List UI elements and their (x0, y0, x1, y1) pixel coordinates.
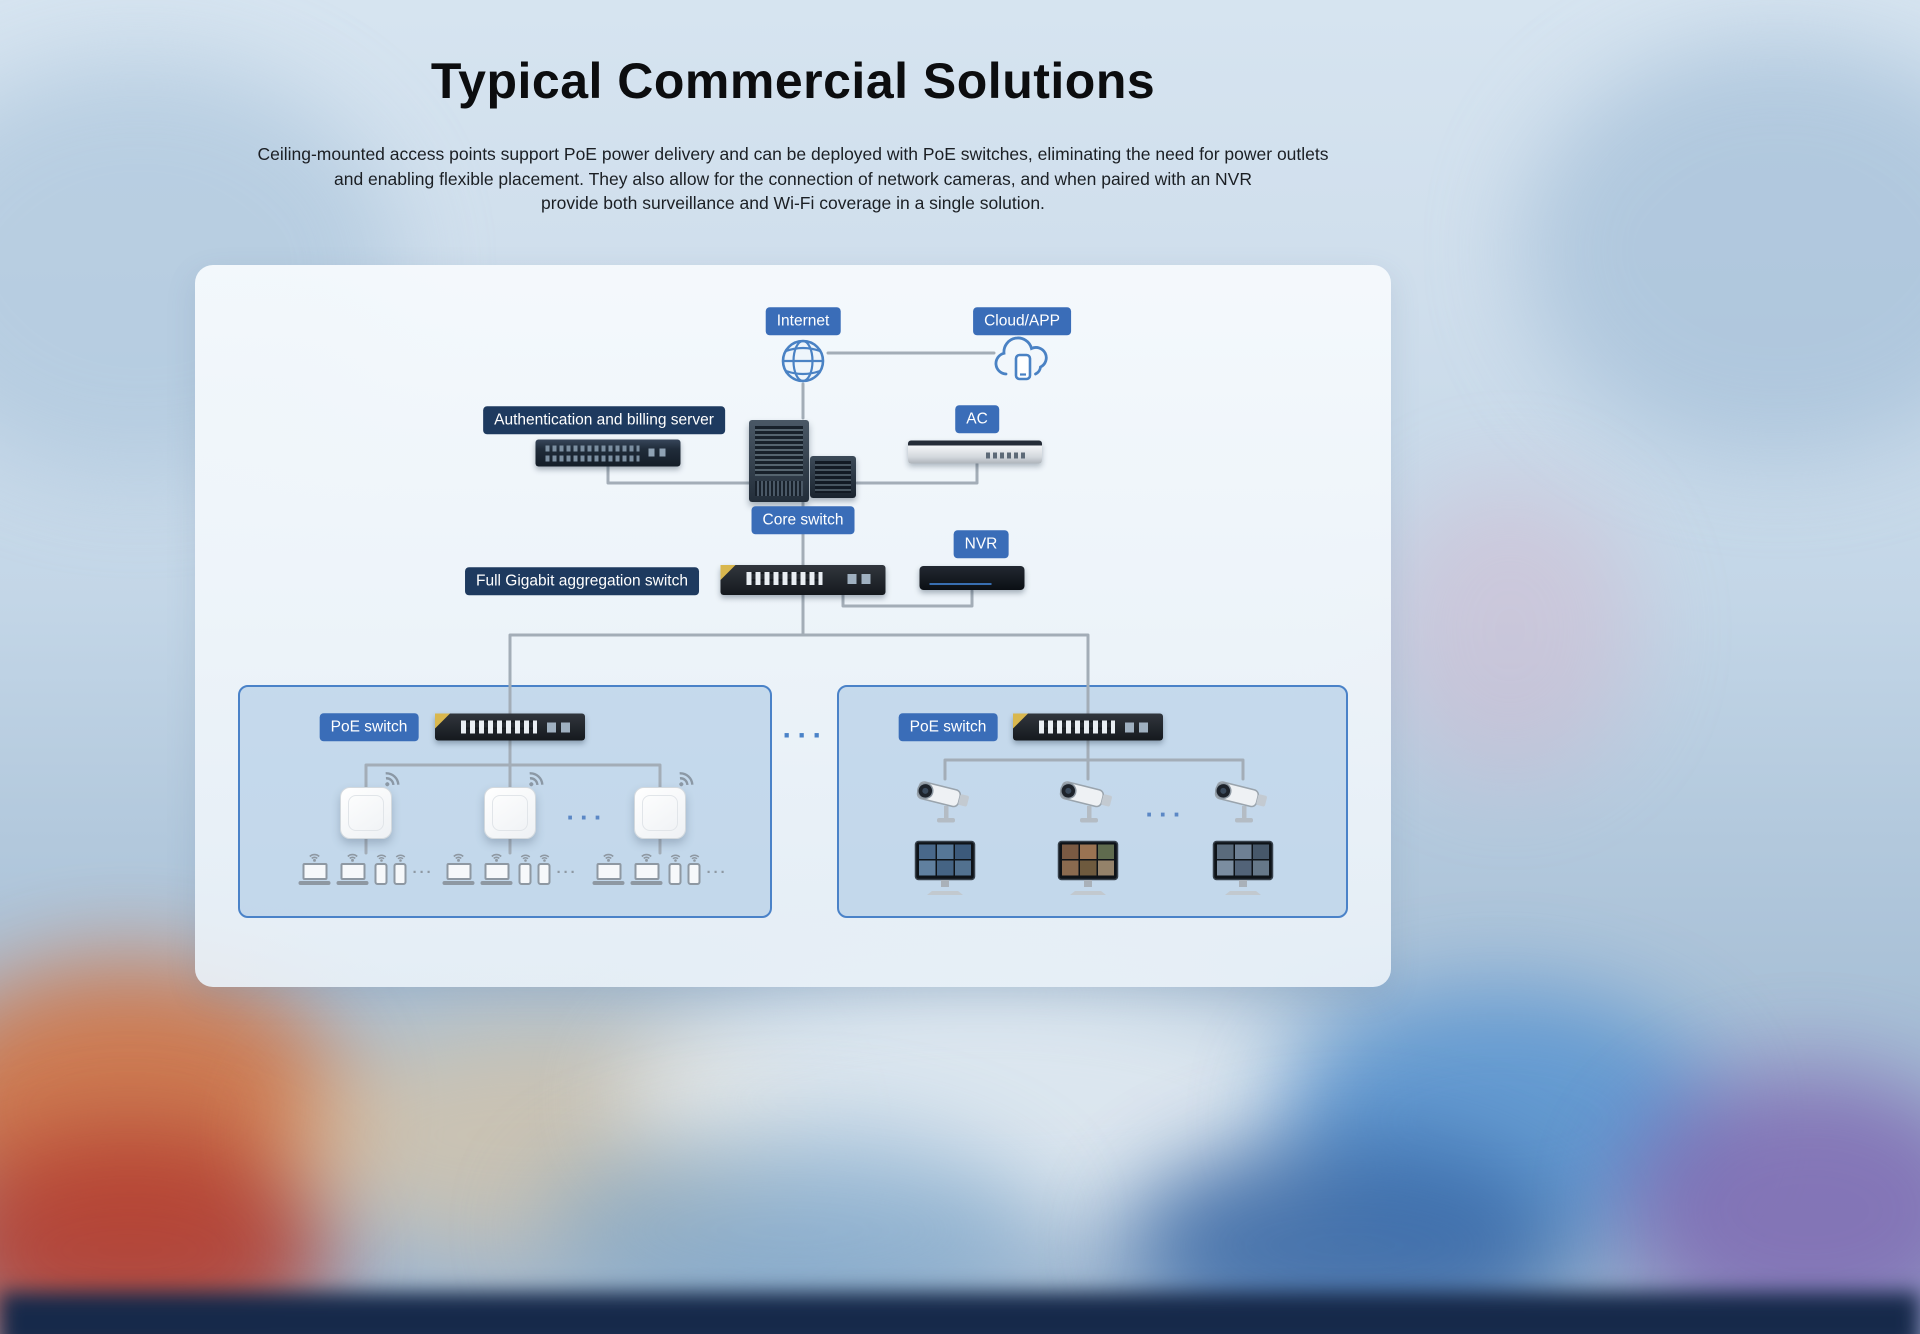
ip-camera-icon (1059, 781, 1112, 823)
auth-server-device (535, 439, 681, 467)
phone-icon (393, 863, 407, 885)
wifi-mini-icon (603, 853, 614, 862)
client-phone (518, 852, 532, 885)
surveillance-monitor-icon (1212, 840, 1274, 895)
switch-brand-corner (720, 565, 736, 580)
laptop-icon (298, 863, 331, 885)
background-blob (1520, 40, 1920, 460)
core-switch-module (810, 456, 856, 498)
wifi-mini-icon (395, 854, 405, 862)
client-laptop (298, 851, 331, 885)
ap-ellipsis: ··· (566, 802, 608, 832)
cloud-app-label: Cloud/APP (973, 307, 1071, 335)
switch-ports (461, 720, 537, 734)
client-laptop (592, 851, 625, 885)
surveillance-monitor-icon (914, 840, 976, 895)
client-device-group: ··· (592, 851, 728, 885)
cloud-app-icon (994, 336, 1048, 381)
background-blob (1380, 480, 1640, 780)
wifi-mini-icon (491, 853, 502, 862)
wifi-mini-icon (453, 853, 464, 862)
auth-server-label: Authentication and billing server (483, 406, 725, 434)
server-leds (648, 448, 671, 457)
client-laptop (336, 851, 369, 885)
wifi-mini-icon (376, 854, 386, 862)
client-laptop (630, 851, 663, 885)
wifi-mini-icon (520, 854, 530, 862)
access-point-device (340, 787, 392, 839)
nvr-label: NVR (953, 530, 1009, 558)
core-switch-label: Core switch (751, 506, 855, 534)
switch-uplink-ports (1125, 722, 1151, 733)
client-ellipsis: ··· (706, 864, 728, 881)
client-phone (393, 852, 407, 885)
client-ellipsis: ··· (412, 864, 434, 881)
background-blob (1620, 1070, 1920, 1334)
laptop-icon (442, 863, 475, 885)
wifi-mini-icon (689, 854, 699, 862)
access-point-device (484, 787, 536, 839)
ac-label: AC (955, 405, 999, 433)
aggregation-switch-device (720, 565, 886, 595)
client-laptop (442, 851, 475, 885)
client-phone (537, 852, 551, 885)
laptop-icon (592, 863, 625, 885)
client-phone (374, 852, 388, 885)
switch-brand-corner (435, 713, 450, 729)
phone-icon (687, 863, 701, 885)
client-device-group: ··· (298, 851, 434, 885)
internet-label: Internet (765, 307, 841, 335)
client-phone (687, 852, 701, 885)
page-description: Ceiling-mounted access points support Po… (257, 144, 1329, 213)
wifi-mini-icon (641, 853, 652, 862)
poe-switch-left-device (435, 713, 585, 741)
wifi-mini-icon (347, 853, 358, 862)
camera-ellipsis: ··· (1145, 799, 1187, 829)
ac-device (908, 440, 1042, 464)
switch-uplink-ports (547, 722, 573, 733)
laptop-icon (630, 863, 663, 885)
globe-icon (781, 339, 825, 383)
switch-ports (746, 572, 823, 585)
poe-switch-right-device (1013, 713, 1163, 741)
ip-camera-icon (916, 781, 969, 823)
ip-camera-icon (1214, 781, 1267, 823)
access-point-device (634, 787, 686, 839)
phone-icon (374, 863, 388, 885)
page-title: Typical Commercial Solutions (430, 53, 1156, 109)
switch-brand-corner (1013, 713, 1028, 729)
surveillance-monitor-icon (1057, 840, 1119, 895)
client-phone (668, 852, 682, 885)
wifi-mini-icon (309, 853, 320, 862)
phone-icon (518, 863, 532, 885)
poe-switch-left-label: PoE switch (319, 713, 419, 741)
wifi-mini-icon (670, 854, 680, 862)
nvr-device (919, 566, 1025, 590)
core-switch-chassis (749, 420, 809, 502)
client-device-group: ··· (442, 851, 578, 885)
client-ellipsis: ··· (556, 864, 578, 881)
poe-switch-right-label: PoE switch (898, 713, 998, 741)
background-waterline (0, 1292, 1920, 1334)
client-laptop (480, 851, 513, 885)
laptop-icon (336, 863, 369, 885)
agg-switch-label: Full Gigabit aggregation switch (465, 567, 699, 595)
switch-ports (1039, 720, 1115, 734)
laptop-icon (480, 863, 513, 885)
diagram-card: Internet Cloud/APP Authentication and bi… (195, 265, 1391, 987)
switch-uplink-ports (847, 574, 874, 584)
group-ellipsis: ··· (782, 719, 828, 752)
phone-icon (537, 863, 551, 885)
wifi-mini-icon (539, 854, 549, 862)
phone-icon (668, 863, 682, 885)
